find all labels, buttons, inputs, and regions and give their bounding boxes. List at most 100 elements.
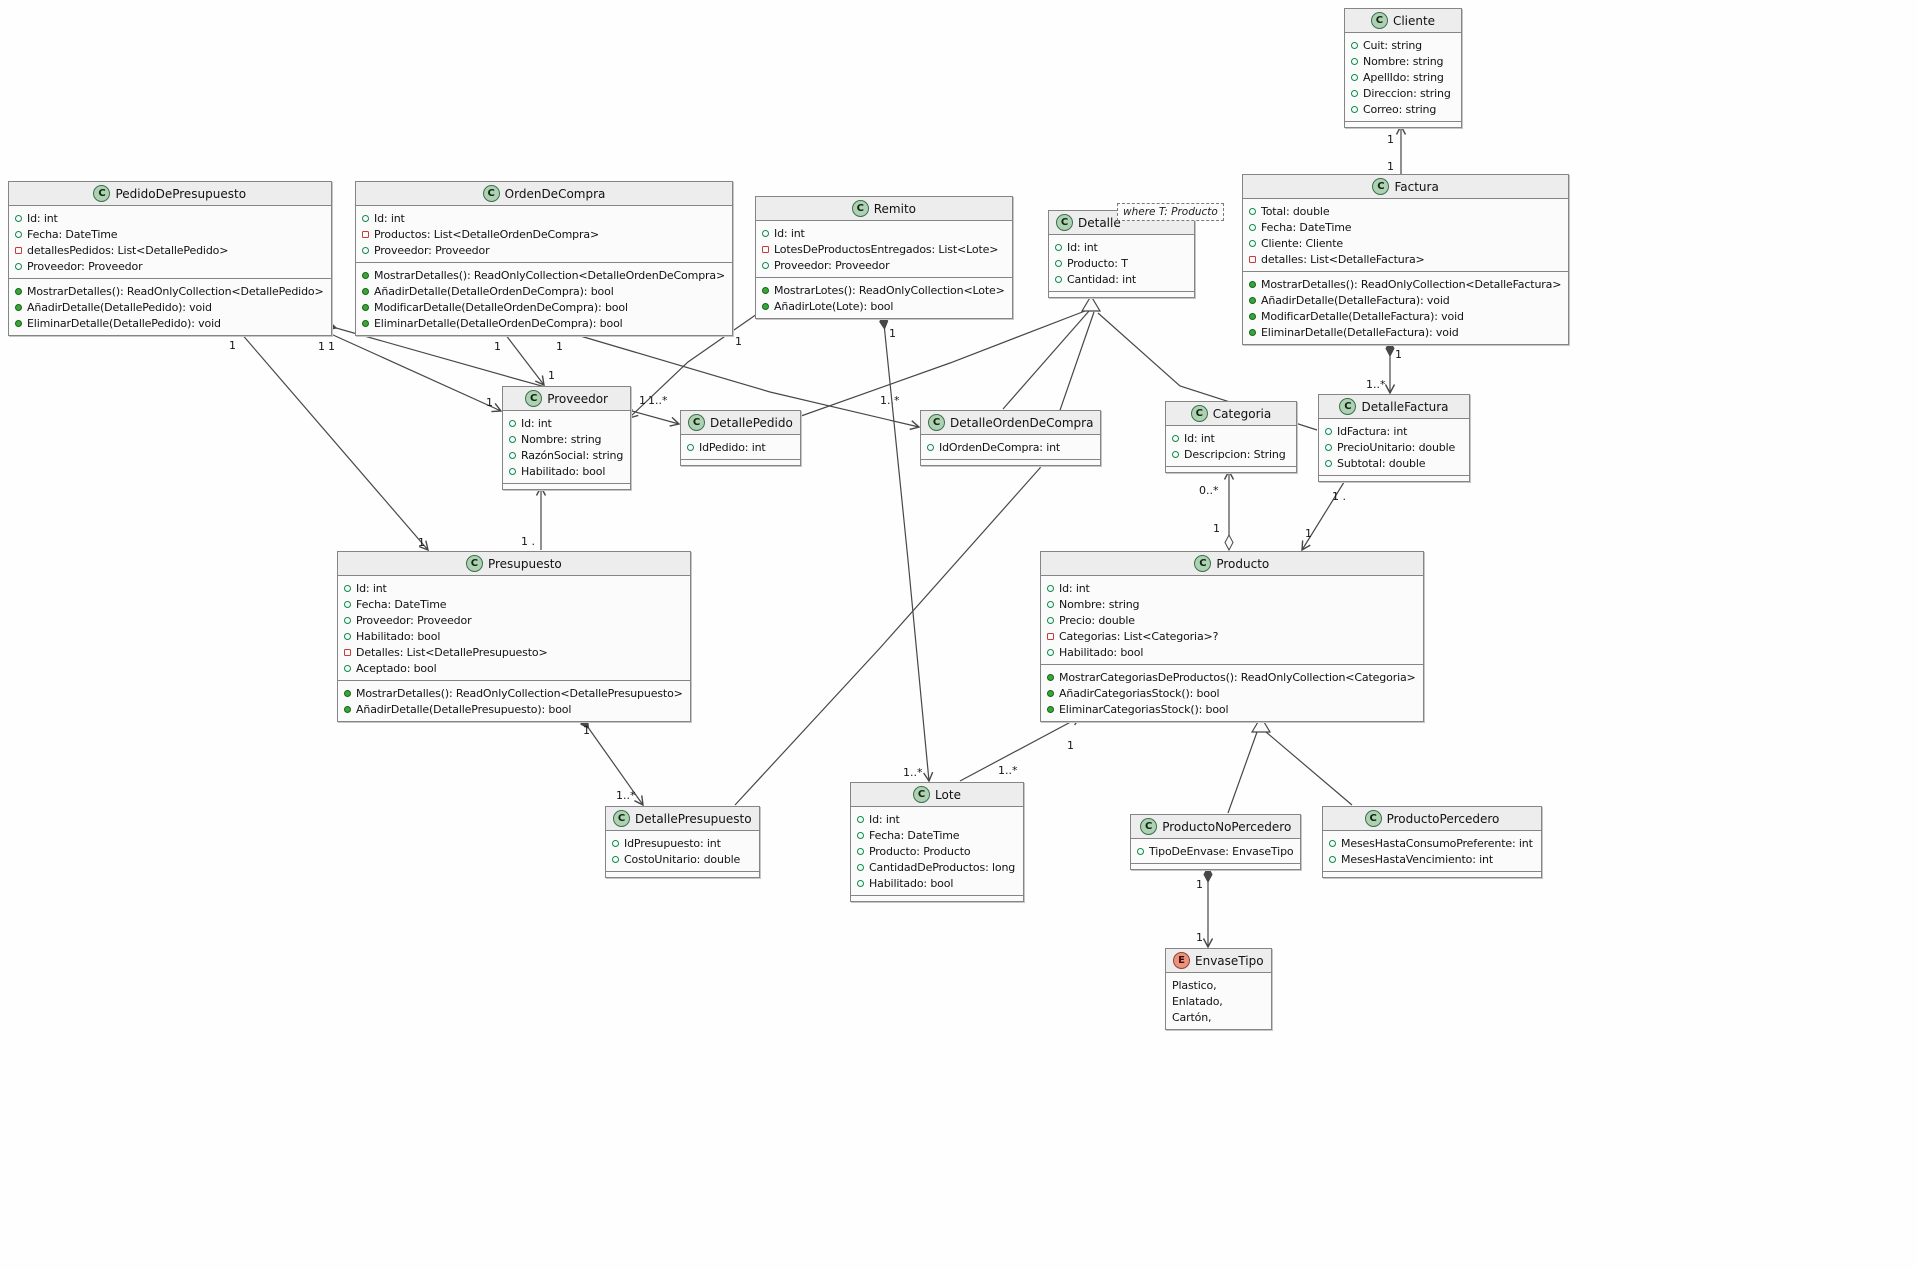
private-field-icon (762, 245, 769, 253)
public-method-icon (1249, 296, 1256, 304)
enum-value-text: Plastico, (1172, 978, 1217, 992)
enum-icon: E (1173, 952, 1190, 969)
method: AñadirCategoriasStock(): bool (1047, 685, 1416, 701)
field-text: Fecha: DateTime (27, 227, 118, 241)
edge-detallepresupuesto-detalle (734, 311, 1095, 806)
class-icon: C (1056, 214, 1073, 231)
method: AñadirDetalle(DetallePresupuesto): bool (344, 701, 683, 717)
field-text: Total: double (1261, 204, 1330, 218)
method-signature: AñadirLote(Lote): bool (774, 299, 894, 313)
field: LotesDeProductosEntregados: List<Lote> (762, 241, 1005, 257)
public-field-icon (1325, 459, 1332, 467)
field: IdOrdenDeCompra: int (927, 439, 1093, 455)
methods-section-empty (1319, 475, 1469, 481)
public-field-icon (1047, 616, 1054, 624)
methods-section: MostrarCategoriasDeProductos(): ReadOnly… (1041, 664, 1423, 721)
field-text: Proveedor: Proveedor (27, 259, 143, 273)
method-signature: ModificarDetalle(DetalleOrdenDeCompra): … (374, 300, 628, 314)
class-name: Categoria (1212, 406, 1272, 421)
public-method-icon (1249, 312, 1256, 320)
field-text: Detalles: List<DetallePresupuesto> (356, 645, 548, 659)
field-text: Descripcion: String (1184, 447, 1286, 461)
field-text: Fecha: DateTime (1261, 220, 1352, 234)
method: EliminarDetalle(DetalleOrdenDeCompra): b… (362, 315, 725, 331)
multiplicity-label: 1 (1196, 931, 1203, 944)
field-text: Fecha: DateTime (869, 828, 960, 842)
class-icon: C (851, 200, 869, 217)
multiplicity-label: 1 (494, 340, 501, 353)
multiplicity-label: 0..* (1199, 484, 1219, 497)
field-text: Habilitado: bool (356, 629, 441, 643)
private-field-icon (344, 648, 351, 656)
detalle-generalization-triangle-icon (1080, 294, 1102, 312)
multiplicity-label: 1 (418, 536, 425, 549)
multiplicity-label: 1..* (1366, 378, 1386, 391)
class-name: Detalle (1078, 215, 1121, 230)
method: EliminarDetalle(DetallePedido): void (15, 315, 324, 331)
multiplicity-label: 1 (486, 396, 493, 409)
field-text: Cliente: Cliente (1261, 236, 1344, 250)
field: detallesPedidos: List<DetallePedido> (15, 242, 324, 258)
public-method-icon (1047, 673, 1054, 681)
public-method-icon (344, 689, 351, 697)
field-text: Precio: double (1059, 613, 1135, 627)
enum-value: Plastico, (1172, 977, 1264, 993)
multiplicity-label: 1 (583, 724, 590, 737)
public-method-icon (1249, 328, 1256, 336)
class-name: PedidoDePresupuesto (115, 186, 247, 201)
method-signature: MostrarDetalles(): ReadOnlyCollection<De… (374, 268, 726, 282)
edge-remito-lote (883, 314, 929, 781)
field: ApellIdo: string (1351, 69, 1454, 85)
class-icon: C (525, 390, 543, 407)
class-name: Presupuesto (487, 556, 562, 571)
edge-lote-producto (959, 716, 1082, 782)
field: Correo: string (1351, 101, 1454, 117)
field: Fecha: DateTime (344, 596, 683, 612)
field: IdPresupuesto: int (612, 835, 752, 851)
field-text: Nombre: string (521, 432, 602, 446)
field-text: Habilitado: bool (1059, 645, 1144, 659)
enum-value: Enlatado, (1172, 993, 1264, 1009)
public-field-icon (1047, 600, 1054, 608)
class-header: C Presupuesto (338, 552, 690, 576)
field: RazónSocial: string (509, 447, 623, 463)
attributes-section: TipoDeEnvase: EnvaseTipo (1131, 839, 1300, 863)
field: Id: int (1172, 430, 1289, 446)
method: AñadirLote(Lote): bool (762, 298, 1005, 314)
method-signature: MostrarDetalles(): ReadOnlyCollection<De… (356, 686, 683, 700)
public-field-icon (1325, 427, 1332, 435)
private-field-icon (362, 230, 369, 238)
field-text: Id: int (1067, 240, 1098, 254)
field-text: Categorias: List<Categoria>? (1059, 629, 1219, 643)
methods-section-empty (1345, 121, 1461, 127)
field-text: Producto: T (1067, 256, 1128, 270)
class-icon: C (465, 555, 483, 572)
field-text: Proveedor: Proveedor (374, 243, 490, 257)
class-name: Cliente (1392, 13, 1436, 28)
public-field-icon (344, 632, 351, 640)
public-field-icon (857, 863, 864, 871)
public-field-icon (1047, 648, 1054, 656)
field: Id: int (762, 225, 1005, 241)
field: Precio: double (1047, 612, 1416, 628)
public-field-icon (762, 229, 769, 237)
field-text: Nombre: string (1059, 597, 1140, 611)
field-text: PrecioUnitario: double (1337, 440, 1456, 454)
